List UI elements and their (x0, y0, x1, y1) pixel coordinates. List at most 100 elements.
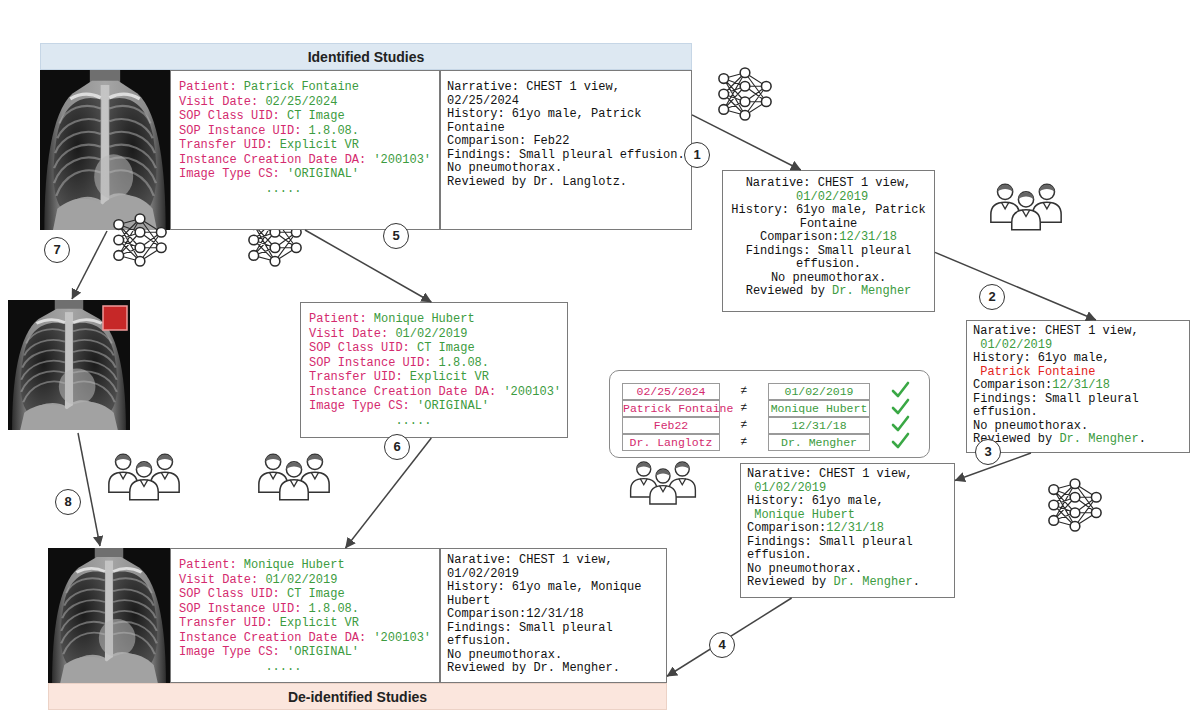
field-name: Transfer UID: (179, 138, 273, 152)
check-mark (893, 434, 908, 447)
flow-arrow (78, 433, 100, 546)
report-text: Reviewed by (746, 285, 825, 299)
check-mark (893, 400, 908, 413)
report-text: Findings: Small pleural effusion. (447, 622, 660, 649)
flow-arrow (935, 252, 1096, 320)
check-mark (893, 383, 908, 396)
xray-image (48, 548, 170, 683)
callout-number: 5 (383, 223, 409, 249)
field-name: Instance Creation Date DA: (179, 631, 366, 645)
report-text: Findings: Small pleural effusion. (727, 245, 930, 272)
field-value: 1.8.08. (309, 124, 359, 138)
xray-image (40, 70, 170, 230)
report-box: Narative: CHEST 1 view, 01/02/2019Histor… (440, 548, 667, 683)
report-text: Findings: Small pleural effusion. (747, 536, 948, 563)
field-name: Instance Creation Date DA: (179, 153, 366, 167)
report-box: Narative: CHEST 1 view,01/02/2019History… (740, 463, 955, 598)
callout-number: 8 (55, 489, 81, 515)
report-text: Dr. Mengher (833, 576, 912, 590)
report-text: Monique Hubert (754, 509, 855, 523)
field-name: SOP Class UID: (179, 109, 280, 123)
report-text: Findings: Small pleural effusion. (447, 149, 685, 163)
field-name: Visit Date: (309, 327, 388, 341)
report-text: Narative: CHEST 1 view, 01/02/2019 (447, 554, 660, 581)
field-name: Transfer UID: (309, 370, 403, 384)
reviewers-icon (991, 184, 1061, 230)
field-name: Patient: (179, 80, 237, 94)
report-text: History: 61yo male, Patrick Fontaine (727, 204, 930, 231)
table-cell: ≠ (720, 383, 768, 400)
callout-number: 3 (975, 439, 1001, 465)
report-text: Dr. Mengher (832, 285, 911, 299)
metadata-box: Patient: Monique HubertVisit Date: 01/02/2… (300, 302, 568, 438)
field-value: Monique Hubert (244, 558, 345, 572)
flow-arrow (667, 598, 792, 676)
report-text: History: 61yo male, Patrick Fontaine (447, 108, 685, 135)
table-cell: 01/02/2019 (768, 383, 870, 400)
report-text: History: 61yo male, (973, 352, 1110, 366)
flow-arrow (305, 230, 431, 302)
report-text: No pneumothorax. (447, 162, 562, 176)
reviewers-icon (631, 462, 696, 504)
table-cell: Dr. Langlotz (622, 434, 720, 451)
field-value: 1.8.08. (439, 356, 489, 370)
table-cell: 12/31/18 (768, 417, 870, 434)
report-text: Narative: CHEST 1 view, (747, 468, 913, 482)
report-text: Dr. Mengher (1059, 433, 1138, 447)
field-value: Explicit VR (280, 138, 359, 152)
field-value: 'ORIGINAL' (287, 645, 359, 659)
group-heading: Identified Studies (40, 43, 692, 70)
report-box: Narrative: CHEST 1 view, 02/25/2024Histo… (440, 70, 692, 230)
report-text: Reviewed by Dr. Langlotz. (447, 176, 627, 190)
report-text: 01/02/2019 (980, 339, 1052, 353)
field-name: Image Type CS: (179, 167, 280, 181)
field-name: Patient: (179, 558, 237, 572)
report-text: Comparison: (973, 379, 1052, 393)
table-cell: ≠ (720, 400, 768, 417)
callout-number: 7 (44, 237, 70, 263)
report-text: Narrative: CHEST 1 view, 02/25/2024 (447, 81, 685, 108)
metadata-box: Patient:Monique HubertVisit Date:01/02/2… (170, 548, 440, 683)
report-text: No pneumothorax. (747, 563, 862, 577)
field-value: 01/02/2019 (265, 573, 337, 587)
report-text: Reviewed by (747, 576, 826, 590)
metadata-box: Patient:Patrick FontaineVisit Date:02/25… (170, 70, 440, 230)
report-text: 12/31/18 (839, 231, 897, 245)
redaction-box (103, 306, 127, 330)
field-value: '200103' (373, 631, 431, 645)
field-name: SOP Instance UID: (179, 124, 301, 138)
check-mark (893, 417, 908, 430)
report-text: History: 61yo male, Monique Hubert (447, 581, 660, 608)
table-cell: ≠ (720, 417, 768, 434)
report-text: No pneumothorax. (447, 649, 562, 663)
callout-number: 6 (384, 434, 410, 460)
field-value: 'ORIGINAL' (287, 167, 359, 181)
field-value: CT Image (287, 109, 345, 123)
field-value: '200103' (373, 153, 431, 167)
field-value: ..... (265, 182, 301, 196)
field-value: 01/02/2019 (395, 327, 467, 341)
table-cell: Dr. Mengher (768, 434, 870, 451)
field-value: ..... (395, 414, 431, 428)
report-text: . (913, 576, 920, 590)
flow-arrow (692, 115, 801, 170)
field-name: SOP Class UID: (309, 341, 410, 355)
callout-number: 4 (709, 632, 735, 658)
field-name: Patient: (309, 312, 367, 326)
group-heading: De-identified Studies (48, 683, 667, 710)
field-value: 02/25/2024 (265, 95, 337, 109)
report-text: . (1139, 433, 1146, 447)
field-value: Explicit VR (410, 370, 489, 384)
table-cell: Feb22 (622, 417, 720, 434)
report-text: Comparison: (747, 522, 826, 536)
field-value: Monique Hubert (374, 312, 475, 326)
field-value: CT Image (287, 587, 345, 601)
report-text: Comparison: (760, 231, 839, 245)
report-text: Narative: CHEST 1 view, (746, 177, 912, 191)
field-name: Transfer UID: (179, 616, 273, 630)
table-cell: Monique Hubert (768, 400, 870, 417)
